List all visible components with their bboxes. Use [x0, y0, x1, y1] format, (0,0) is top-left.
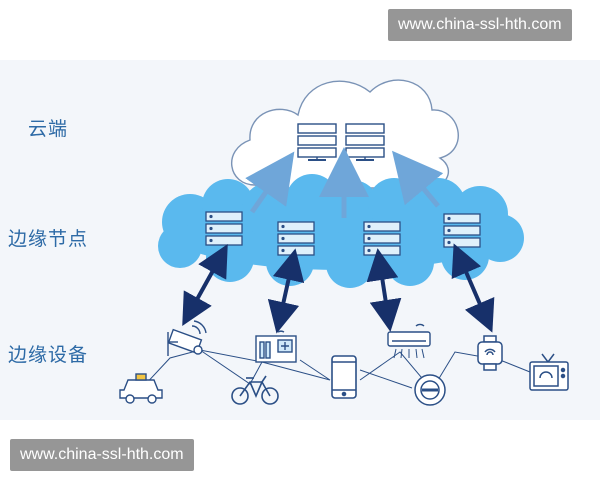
- device-link-arrows: [182, 243, 495, 334]
- smartphone-icon: [331, 355, 357, 399]
- device-network-lines: [141, 349, 531, 391]
- server-rack-icon: [277, 221, 315, 256]
- bicycle-icon: [231, 375, 279, 405]
- medical-building-icon: [255, 330, 297, 363]
- air-conditioner-icon: [387, 323, 431, 359]
- layer-label-edge-node: 边缘节点: [8, 228, 89, 250]
- camera-icon: [167, 320, 207, 356]
- television-icon: [529, 353, 569, 391]
- uplink-arrows: [245, 147, 444, 218]
- server-rack-icon: [205, 211, 243, 246]
- watermark-bottom: www.china-ssl-hth.com: [10, 439, 194, 471]
- server-rack-icon: [443, 213, 481, 248]
- server-rack-icon: [363, 221, 401, 256]
- layer-label-cloud: 云端: [28, 118, 69, 140]
- layer-label-edge-device: 边缘设备: [8, 344, 89, 366]
- server-rack-icon: [297, 123, 337, 161]
- robot-vacuum-icon: [414, 374, 446, 406]
- smartwatch-icon: [477, 335, 503, 371]
- watermark-top: www.china-ssl-hth.com: [388, 9, 572, 41]
- taxi-icon: [119, 373, 163, 404]
- server-rack-icon: [345, 123, 385, 161]
